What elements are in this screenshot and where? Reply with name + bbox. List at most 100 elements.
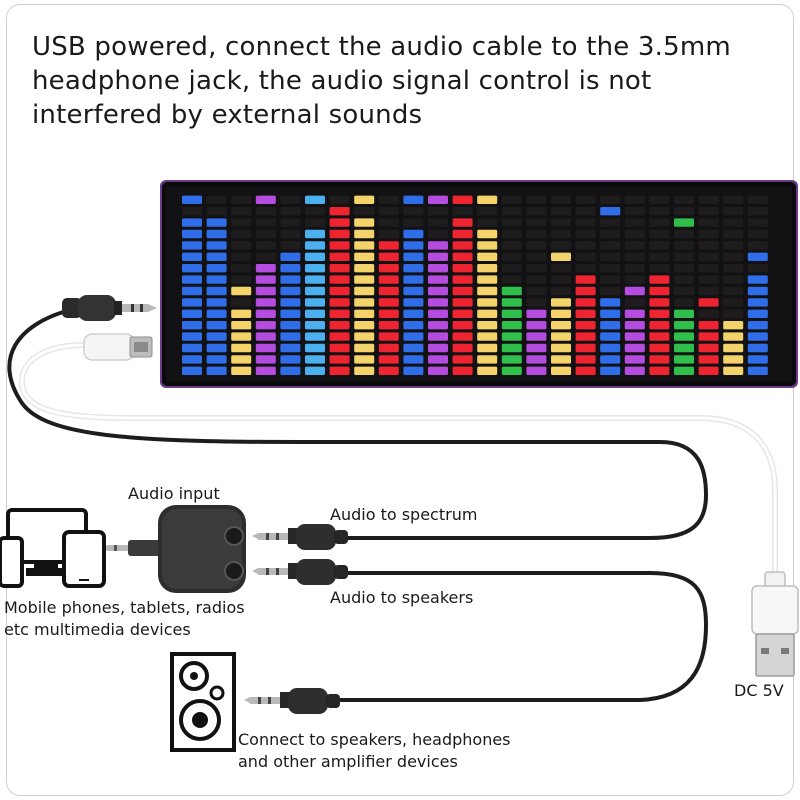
led-off [600,264,621,273]
led-lit [452,321,473,330]
led-lit [354,286,375,296]
led-lit [403,355,424,364]
led-lit [747,366,768,375]
led-lit [452,218,473,227]
led-lit [624,343,645,353]
led-lit [575,343,596,353]
led-lit [255,286,276,296]
led-lit [575,298,596,307]
led-lit [231,332,252,341]
led-off [526,286,547,296]
led-lit [231,366,252,375]
led-lit [231,321,252,330]
led-off [674,298,694,307]
led-off [551,275,571,284]
led-off [526,252,547,261]
led-off [526,264,547,273]
led-lit [305,229,325,239]
led-lit [255,264,276,273]
led-lit [305,264,325,273]
led-off [698,229,719,239]
led-off [723,264,744,273]
led-off [526,229,547,239]
led-lit [354,195,375,204]
led-lit [354,241,375,250]
spectrum-audio-cable [7,308,709,540]
led-lit [206,332,227,341]
led-lit [723,343,744,353]
led-lit [452,195,473,204]
led-off [280,229,301,239]
led-lit [182,366,202,375]
led-off [280,207,301,216]
led-lit [182,229,202,239]
led-lit [600,321,621,330]
led-off [698,252,719,261]
led-off [526,218,547,227]
led-lit [501,298,522,307]
led-lit [255,321,276,330]
led-off [698,218,719,227]
led-lit [477,298,498,307]
led-lit [182,309,202,318]
usb-a-plug [751,571,799,677]
led-lit [182,264,202,273]
led-lit [428,241,448,250]
led-off [231,275,252,284]
led-off [649,252,670,261]
led-off [698,286,719,296]
led-off [452,207,473,216]
led-lit [403,298,424,307]
led-lit [305,275,325,284]
led-lit [452,309,473,318]
led-off [747,264,768,273]
led-off [600,275,621,284]
led-lit [649,355,670,364]
led-lit [428,332,448,341]
led-lit [305,195,325,204]
led-off [378,229,399,239]
led-lit [747,343,768,353]
led-off [255,229,276,239]
led-off [428,207,448,216]
led-off [255,252,276,261]
led-lit [206,355,227,364]
led-lit [477,309,498,318]
led-off [501,275,522,284]
led-lit [477,343,498,353]
led-lit [403,332,424,341]
led-lit [354,343,375,353]
led-lit [182,275,202,284]
led-lit [698,366,719,375]
led-off [551,207,571,216]
led-off [551,218,571,227]
led-lit [354,321,375,330]
led-lit [403,321,424,330]
led-lit [280,298,301,307]
led-lit [452,298,473,307]
led-off [624,207,645,216]
led-lit [501,286,522,296]
led-off [255,218,276,227]
led-lit [182,343,202,353]
led-off [698,275,719,284]
led-lit [624,309,645,318]
led-lit [206,218,227,227]
led-lit [452,264,473,273]
led-lit [501,321,522,330]
led-lit [280,332,301,341]
led-lit [280,286,301,296]
led-off [698,309,719,318]
led-lit [280,252,301,261]
led-off [747,229,768,239]
led-off [698,264,719,273]
led-off [649,218,670,227]
led-lit [403,286,424,296]
led-lit [378,309,399,318]
led-off [649,241,670,250]
led-lit [747,298,768,307]
headline-text: USB powered, connect the audio cable to … [32,32,731,130]
spectrum-display [160,180,798,388]
led-off [747,241,768,250]
led-off [649,229,670,239]
